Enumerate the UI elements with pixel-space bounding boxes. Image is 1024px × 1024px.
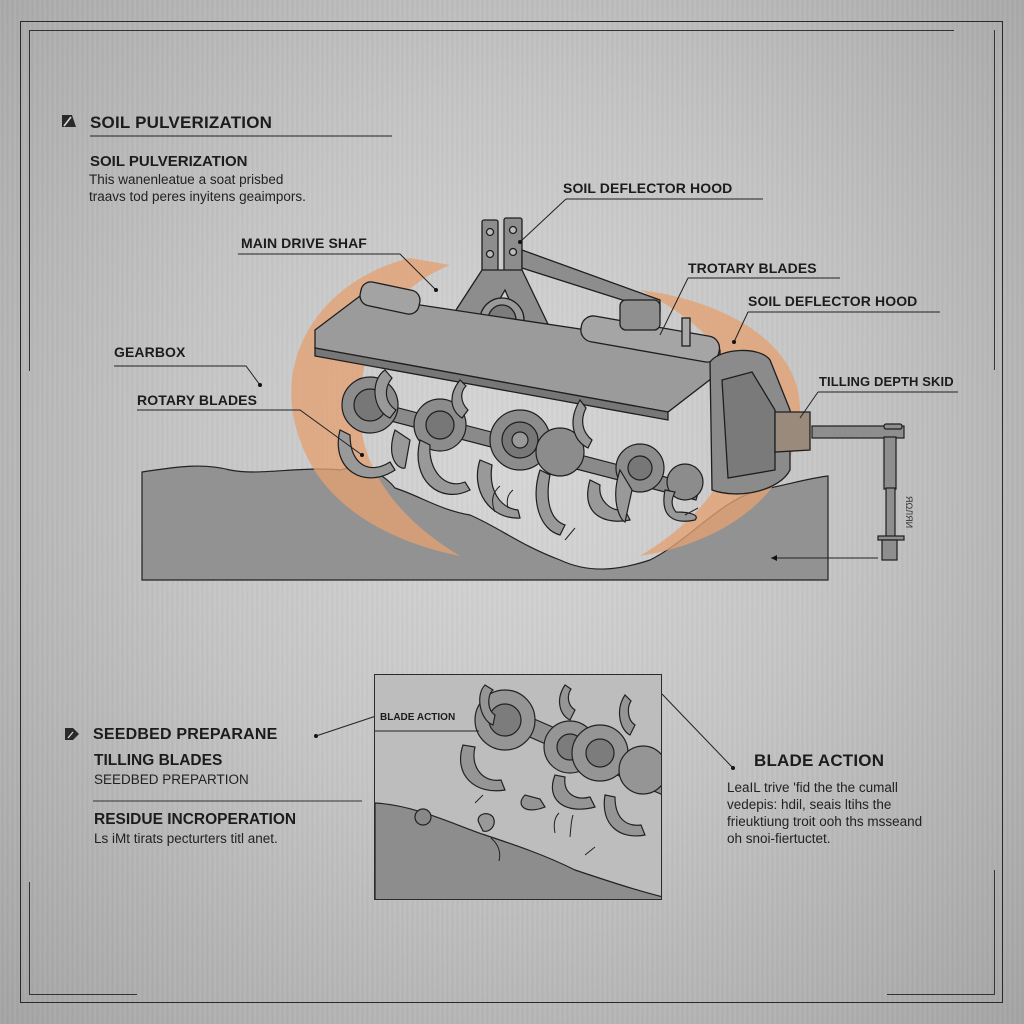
blade-action-inset: BLADE ACTION xyxy=(374,674,662,900)
leader-lines xyxy=(90,135,958,559)
residue-text: Ls iMt tirats pecturters titl anet. xyxy=(94,831,278,846)
inset-label-blade-action: BLADE ACTION xyxy=(380,712,456,723)
rotor-assembly xyxy=(337,369,704,541)
callout-soil-deflector-hood-right: SOIL DEFLECTOR HOOD xyxy=(748,293,918,309)
callout-soil-deflector-hood-top: SOIL DEFLECTOR HOOD xyxy=(563,180,733,196)
callout-gearbox: GEARBOX xyxy=(114,344,186,360)
callout-rotary-blades: ROTARY BLADES xyxy=(137,392,258,408)
description-line-1: This wanenleatue a soat prisbed xyxy=(89,172,284,187)
blade-action-text-line-1: LeaIL trive 'fid the the cumall xyxy=(727,780,898,795)
tilling-blades-title: TILLING BLADES xyxy=(94,752,223,769)
inner-frame-top-right xyxy=(29,30,995,370)
description-line-2: traavs tod peres inyitens geaimpors. xyxy=(89,189,306,204)
blade-action-text-line-2: vedepis: hdil, seais ltihs the xyxy=(727,797,892,812)
subheading-soil-pulverization: SOIL PULVERIZATION xyxy=(90,153,248,170)
triangle-flag-icon xyxy=(62,115,76,127)
section-heading-soil-pulverization: SOIL PULVERIZATION xyxy=(90,113,273,132)
callout-trotary-blades: TROTARY BLADES xyxy=(688,260,817,276)
tilling-blades-text: SEEDBED PREPARTION xyxy=(94,772,249,787)
inner-frame-bottom-left xyxy=(29,882,137,995)
callout-tilling-depth-skid: TILLING DEPTH SKID xyxy=(819,374,954,389)
lift-arrows xyxy=(492,485,699,541)
tiller-blades xyxy=(337,369,697,536)
blade-action-text-line-4: oh snoi-fiertuctet. xyxy=(727,831,831,846)
section-heading-blade-action: BLADE ACTION xyxy=(754,751,885,770)
outer-frame xyxy=(20,21,1003,1003)
triangle-flag-icon xyxy=(65,728,79,740)
callout-main-drive-shaft: MAIN DRIVE SHAF xyxy=(241,235,367,251)
section-heading-seedbed: SEEDBED PREPARANE xyxy=(93,726,278,743)
tilling-depth-skid xyxy=(811,423,905,561)
inner-frame-bottom-right xyxy=(887,870,995,995)
gearbox-housing xyxy=(709,349,811,495)
skid-scale-mark: ЯΩЛЯИ xyxy=(904,496,914,528)
blade-action-detail-illustration xyxy=(375,684,661,899)
inner-frame-top-left xyxy=(29,30,954,371)
blade-action-text-line-3: frieuktiung troit ooh ths msseand xyxy=(727,814,923,829)
residue-title: RESIDUE INCROPERATION xyxy=(94,811,297,828)
